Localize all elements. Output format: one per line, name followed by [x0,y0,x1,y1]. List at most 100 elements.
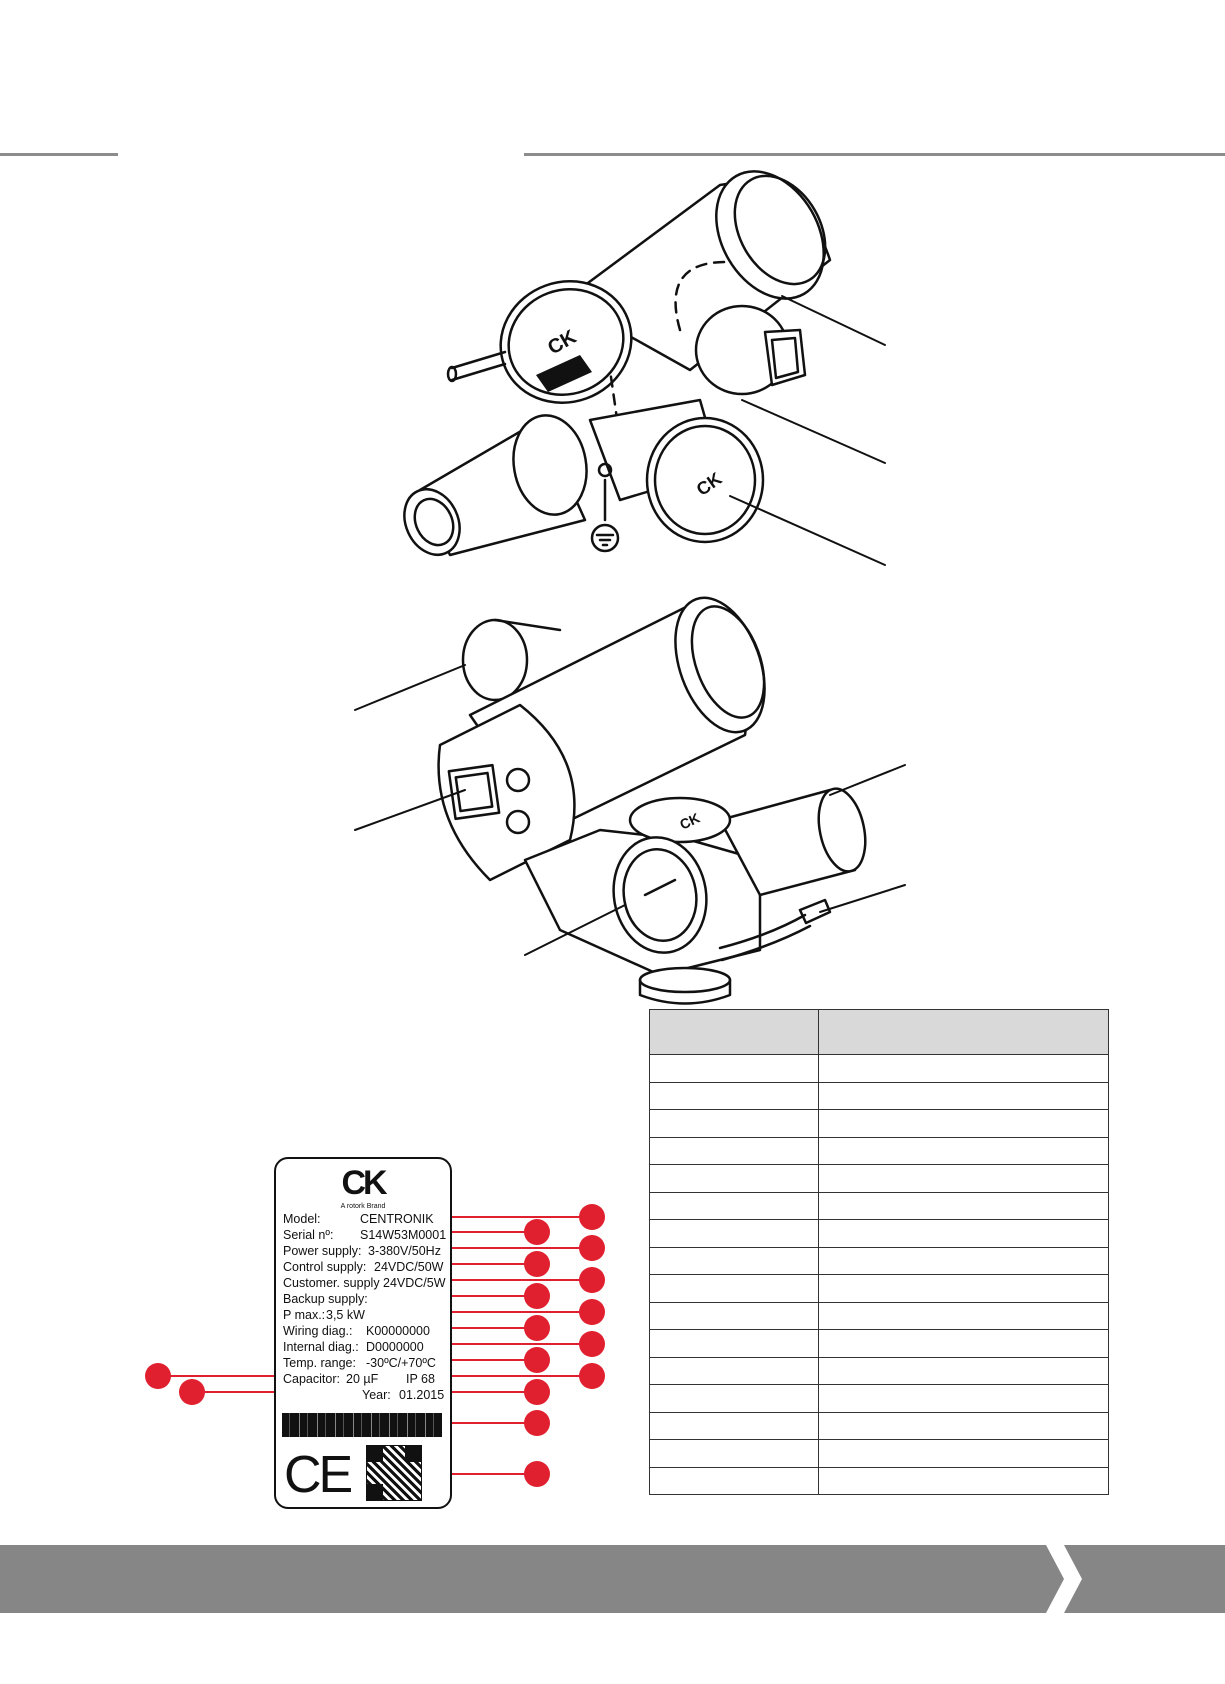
table-row [649,1054,1109,1083]
callout-dot [579,1331,605,1357]
callout-dot [524,1283,550,1309]
customer-label: Customer. supply [283,1276,380,1290]
wiring-label: Wiring diag.: [283,1324,353,1338]
table-cell [818,1136,1109,1165]
capacitor-value: 20 µF [346,1372,379,1386]
table-header-row [649,1009,1109,1055]
nameplate: CK A rotork Brand Model: CENTRONIK Seria… [274,1157,452,1509]
callout-dot [524,1410,550,1436]
table-row [649,1219,1109,1248]
table-row [649,1466,1109,1495]
backup-label: Backup supply: [283,1292,368,1306]
model-value: CENTRONIK [360,1212,434,1226]
table-cell [649,1191,819,1220]
control-value: 24VDC/50W [374,1260,444,1274]
table-row [649,1301,1109,1330]
table-cell [818,1274,1109,1303]
table-cell [818,1191,1109,1220]
table-cell [649,1384,819,1413]
table-cell [818,1219,1109,1248]
callout-dot [145,1363,171,1389]
table-cell [818,1081,1109,1110]
callout-dot [579,1299,605,1325]
callout-table [649,1009,1109,1495]
table-cell [649,1164,819,1193]
table-row [649,1356,1109,1385]
temp-label: Temp. range: [283,1356,356,1370]
table-cell [649,1329,819,1358]
callout-dot [579,1363,605,1389]
ck-logo: CK [341,1164,387,1202]
capacitor-label: Capacitor: [283,1372,340,1386]
year-label: Year: [362,1388,391,1402]
table-row [649,1329,1109,1358]
table-cell [649,1081,819,1110]
table-row [649,1109,1109,1138]
serial-value: S14W53M0001 [360,1228,447,1242]
table-cell [649,1054,819,1083]
pmax-value: 3,5 kW [326,1308,365,1322]
callout-dot [524,1251,550,1277]
table-row [649,1081,1109,1110]
serial-label: Serial nº: [283,1228,334,1242]
table-cell [818,1384,1109,1413]
actuator-drawings: CK CK [157,170,906,1475]
pmax-label: P max.: [283,1308,326,1322]
table-cell [649,1246,819,1275]
temp-value: -30ºC/+70ºC [366,1356,436,1370]
power-value: 3-380V/50Hz [368,1244,441,1258]
ce-mark: CE [284,1446,353,1504]
table-row [649,1274,1109,1303]
header-rule-right [524,153,1225,156]
callout-dot [524,1347,550,1373]
cover-logo-bottom: CK [677,810,702,833]
year-value: 01.2015 [399,1388,445,1402]
table-cell [649,1136,819,1165]
header-rule-left [0,153,118,156]
table-cell [818,1164,1109,1193]
table-cell [649,1301,819,1330]
table-row [649,1246,1109,1275]
table-header-cell [818,1009,1109,1055]
table-cell [818,1246,1109,1275]
table-row [649,1164,1109,1193]
table-row [649,1136,1109,1165]
footer-bar [0,1545,1225,1613]
table-cell [818,1054,1109,1083]
table-cell [818,1301,1109,1330]
callout-dot [179,1379,205,1405]
table-cell [649,1466,819,1495]
callout-dot [524,1461,550,1487]
table-cell [649,1274,819,1303]
table-cell [649,1411,819,1440]
internal-value: D0000000 [366,1340,424,1354]
callout-dot [524,1379,550,1405]
table-cell [649,1219,819,1248]
power-label: Power supply: [283,1244,362,1258]
customer-value: 24VDC/5W [383,1276,446,1290]
callout-dot [579,1204,605,1230]
callout-dot [524,1315,550,1341]
actuator-top-view: CK CK [403,170,886,566]
next-chevron-icon [1046,1545,1082,1613]
table-row [649,1411,1109,1440]
table-row [649,1191,1109,1220]
callout-dot [579,1235,605,1261]
internal-label: Internal diag.: [283,1340,359,1354]
control-label: Control supply: [283,1260,367,1274]
table-cell [649,1356,819,1385]
qr-code [366,1445,422,1501]
barcode [282,1413,442,1437]
table-header-cell [649,1009,819,1055]
table-cell [818,1109,1109,1138]
table-cell [818,1356,1109,1385]
table-cell [818,1439,1109,1468]
table-cell [649,1439,819,1468]
model-label: Model: [283,1212,321,1226]
table-row [649,1384,1109,1413]
earth-ground-icon [590,523,620,553]
table-cell [818,1411,1109,1440]
table-cell [649,1109,819,1138]
wiring-value: K00000000 [366,1324,430,1338]
callout-dot [524,1219,550,1245]
